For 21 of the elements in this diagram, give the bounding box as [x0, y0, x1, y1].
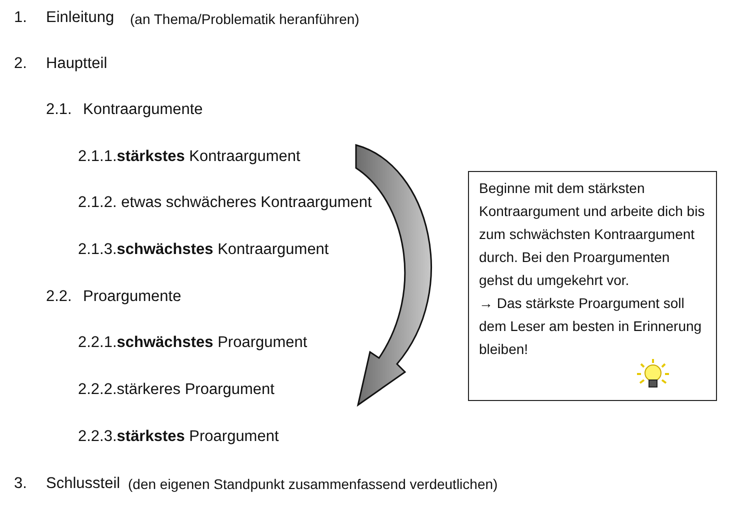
outline-item-text: 2.2.1.schwächstes Proargument — [78, 333, 308, 353]
note-text: (an Thema/Problematik heranführen) — [130, 10, 360, 29]
outline-item-text: Hauptteil — [46, 54, 108, 74]
outline-item-text: Einleitung — [46, 8, 114, 28]
outline-item-text: 2.1.2. etwas schwächeres Kontraargument — [78, 193, 372, 213]
outline-item-text: Kontraargumente — [83, 100, 203, 120]
list-number: 2.2. — [46, 287, 72, 307]
note-box — [468, 171, 717, 401]
outline-item-text: 2.1.1.stärkstes Kontraargument — [78, 147, 300, 167]
list-number: 3. — [14, 474, 27, 494]
outline-item-text: 2.1.3.schwächstes Kontraargument — [78, 240, 329, 260]
note-text: (den eigenen Standpunkt zusammenfassend verdeutlichen) — [128, 475, 498, 494]
note-paragraph: Beginne mit dem stärksten Kontraargument und arbeite dich bis zum schwächsten Kontraargument durch. Bei den Proargumenten gehst du umgekehrt vor. — [479, 179, 706, 290]
outline-item-text: Schlussteil — [46, 474, 120, 494]
list-number: 1. — [14, 8, 27, 28]
list-number: 2. — [14, 54, 27, 74]
note-paragraph: → Das stärkste Proargument soll dem Leser am besten in Erinnerung bleiben! — [479, 294, 703, 359]
outline-item-text: Proargumente — [83, 287, 182, 307]
outline-item-text: 2.2.3.stärkstes Proargument — [78, 427, 279, 447]
outline-item-text: 2.2.2.stärkeres Proargument — [78, 380, 274, 400]
list-number: 2.1. — [46, 100, 72, 120]
